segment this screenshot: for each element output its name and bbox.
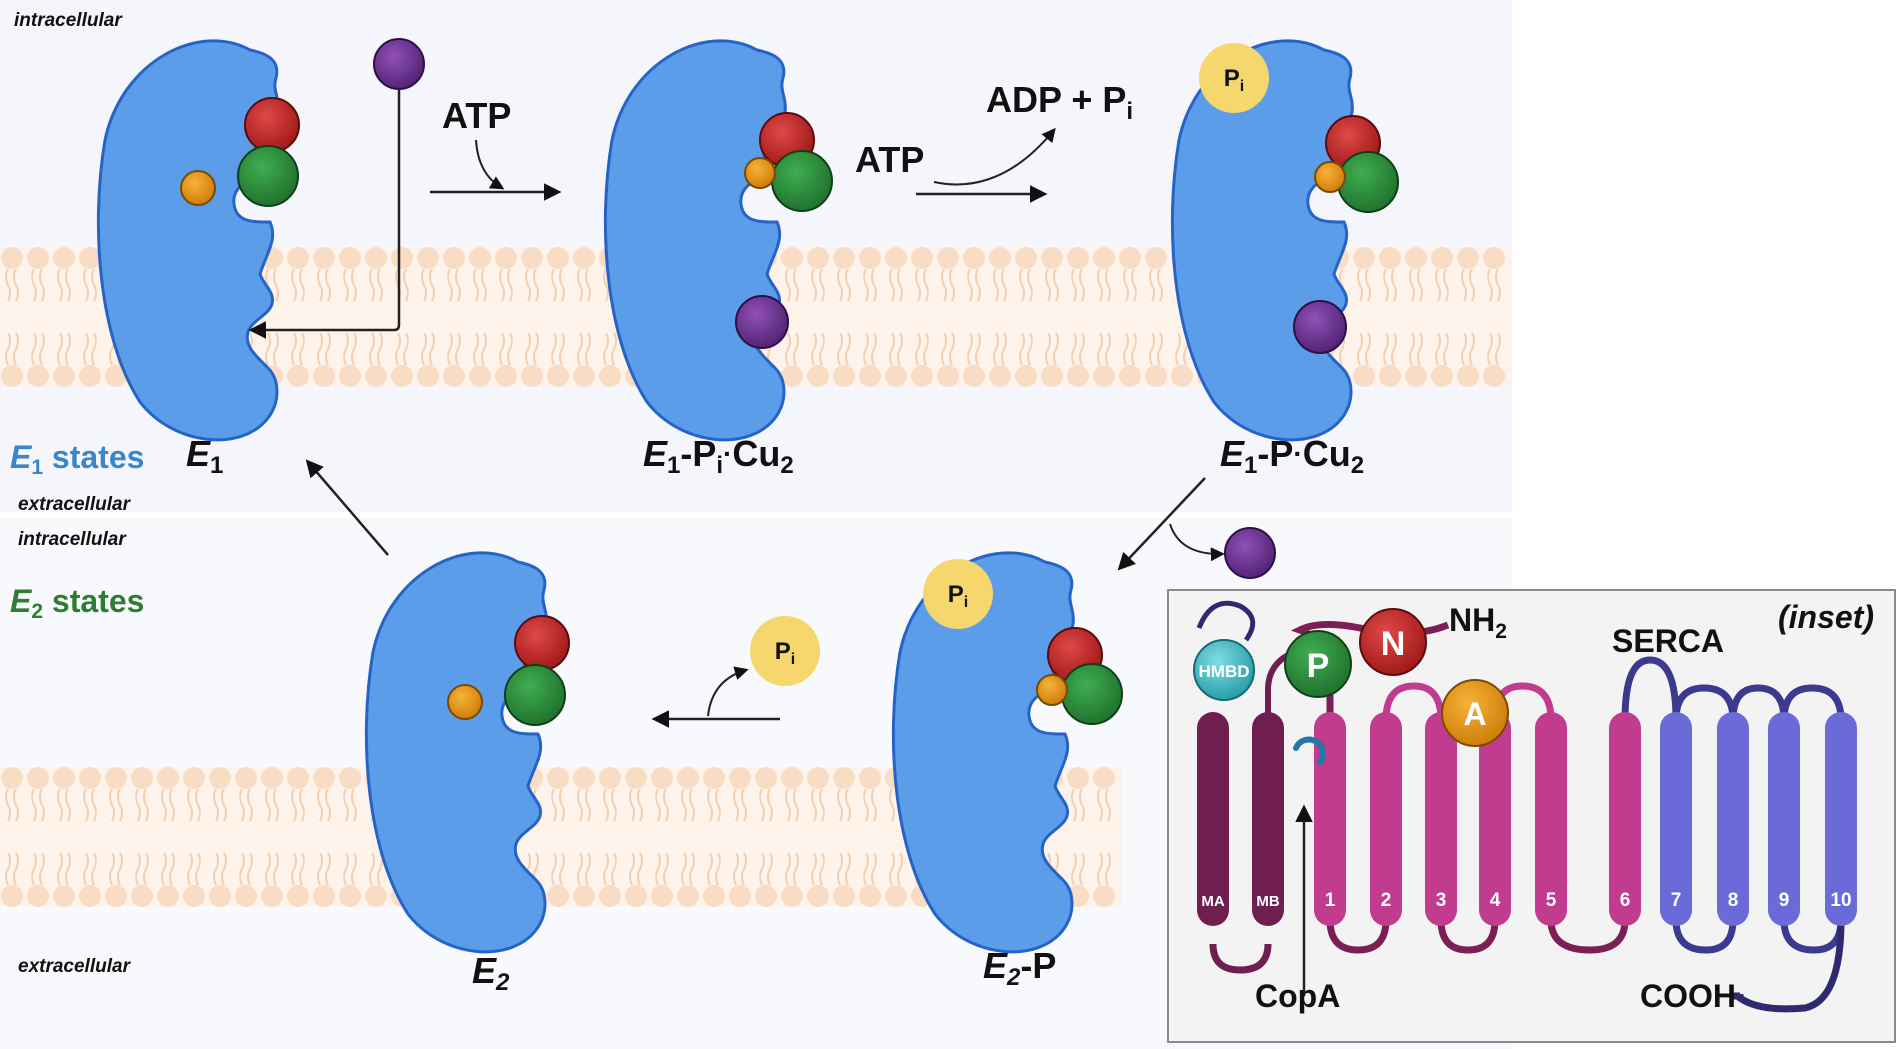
helix-label: 7 [1671,890,1682,911]
transmembrane-helix [1609,712,1641,926]
hmbd-domain [1193,639,1255,701]
loop [1729,684,1788,721]
atp-bend-arrow-1 [475,139,505,190]
n-domain-sphere [1036,674,1068,706]
adp-pi-label: ADP + Pi [986,79,1133,125]
p-domain-sphere [237,145,299,207]
p-domain-sphere [771,150,833,212]
helix-label: 2 [1381,890,1392,911]
phosphate-label: Pi [1224,65,1244,95]
a-domain-sphere [244,97,300,153]
transmembrane-helix [1479,712,1511,926]
copper-ion [735,295,789,349]
p-domain-sphere [1337,151,1399,213]
loop [1326,919,1390,954]
loop [1437,919,1499,954]
helix-label: 5 [1546,890,1557,911]
state-label-e1-pi-cu2: E1-Pi·Cu2 [643,433,794,479]
c-terminal-tail [1736,919,1845,1013]
n-domain-label: N [1381,625,1406,663]
transmembrane-helix [1314,712,1346,926]
transmembrane-helix [1660,712,1692,926]
serca-label: SERCA [1612,623,1724,659]
n-domain-sphere [744,157,776,189]
reaction-arrow-3 [1117,477,1206,571]
state-label-e1-p-cu2: E1-P·Cu2 [1220,433,1364,479]
helix-label: MB [1256,893,1279,910]
transmembrane-helix [1535,712,1567,926]
helix-label: 3 [1436,890,1447,911]
helix-label: 1 [1325,890,1336,911]
helix-label: 6 [1620,890,1631,911]
cu-release-arrow [1169,523,1225,562]
a-domain-label: A [1463,696,1486,732]
state-label-e2-p: E2-P [983,945,1056,991]
phosphate-released [750,616,820,686]
helix-group: MA MB 1 2 3 4 5 6 7 8 9 10 [1197,712,1857,926]
helix-label: MA [1201,893,1224,910]
a-domain-sphere [514,615,570,671]
e1-states-label: E1 states [10,439,144,479]
copa-binding-site [1293,736,1326,765]
p-domain-label: P [1307,647,1330,685]
transmembrane-helix [1717,712,1749,926]
n-domain-sphere [447,684,483,720]
loop [1621,656,1680,721]
n-domain [1359,608,1427,676]
state-label-e1: E1 [186,433,223,479]
bottom-extracellular-label: extracellular [18,956,132,977]
phosphate-bound [1199,43,1269,113]
transmembrane-helix [1825,712,1857,926]
top-extracellular-label: extracellular [18,494,132,515]
copper-ion-released [1224,527,1276,579]
helix-label: 9 [1779,890,1790,911]
copper-ion [1293,300,1347,354]
top-intracellular-label: intracellular [14,10,123,31]
helix-label: 8 [1728,890,1739,911]
helix-label: 10 [1830,890,1851,911]
transmembrane-helix [1252,712,1284,926]
state-label-e2: E2 [472,950,510,996]
reaction-arrow-5 [305,459,389,556]
phosphate-bound [923,559,993,629]
a-domain [1441,679,1509,747]
cu-entry-arrow [248,89,401,339]
copper-ion [373,38,425,90]
helix-label: 4 [1490,890,1501,911]
transmembrane-helix [1197,712,1229,926]
hmbd-label: HMBD [1199,662,1250,681]
e2-states-label: E2 states [10,583,144,623]
loop [1672,919,1737,954]
transmembrane-helix [1425,712,1457,926]
phosphate-label: Pi [948,581,968,611]
p-domain [1284,630,1352,698]
atp-label-1: ATP [442,95,511,136]
inset-title: (inset) [1778,599,1874,635]
atp-label-2: ATP [855,139,924,180]
phosphate-label: Pi [775,638,795,668]
p-domain-sphere [504,664,566,726]
n-domain-sphere [180,170,216,206]
loop [1672,684,1737,721]
adp-release-arrow [933,127,1056,186]
n-domain-sphere [1314,161,1346,193]
pi-release-arrow [707,666,749,717]
loop [1547,919,1629,954]
inset-panel: (inset) SERCA MA MB 1 2 3 4 5 6 7 8 9 10 HMBD P N A [1167,589,1896,1043]
p-domain-sphere [1061,663,1123,725]
loop [1209,943,1272,974]
loop [1382,682,1445,721]
loop [1780,684,1845,721]
bottom-intracellular-label: intracellular [18,529,127,550]
copa-label: CopA [1255,978,1340,1014]
transmembrane-helix [1768,712,1800,926]
transmembrane-helix [1370,712,1402,926]
nh2-label: NH2 [1449,602,1507,643]
hmbd-linker [1196,600,1256,642]
cooh-label: COOH [1640,978,1736,1014]
